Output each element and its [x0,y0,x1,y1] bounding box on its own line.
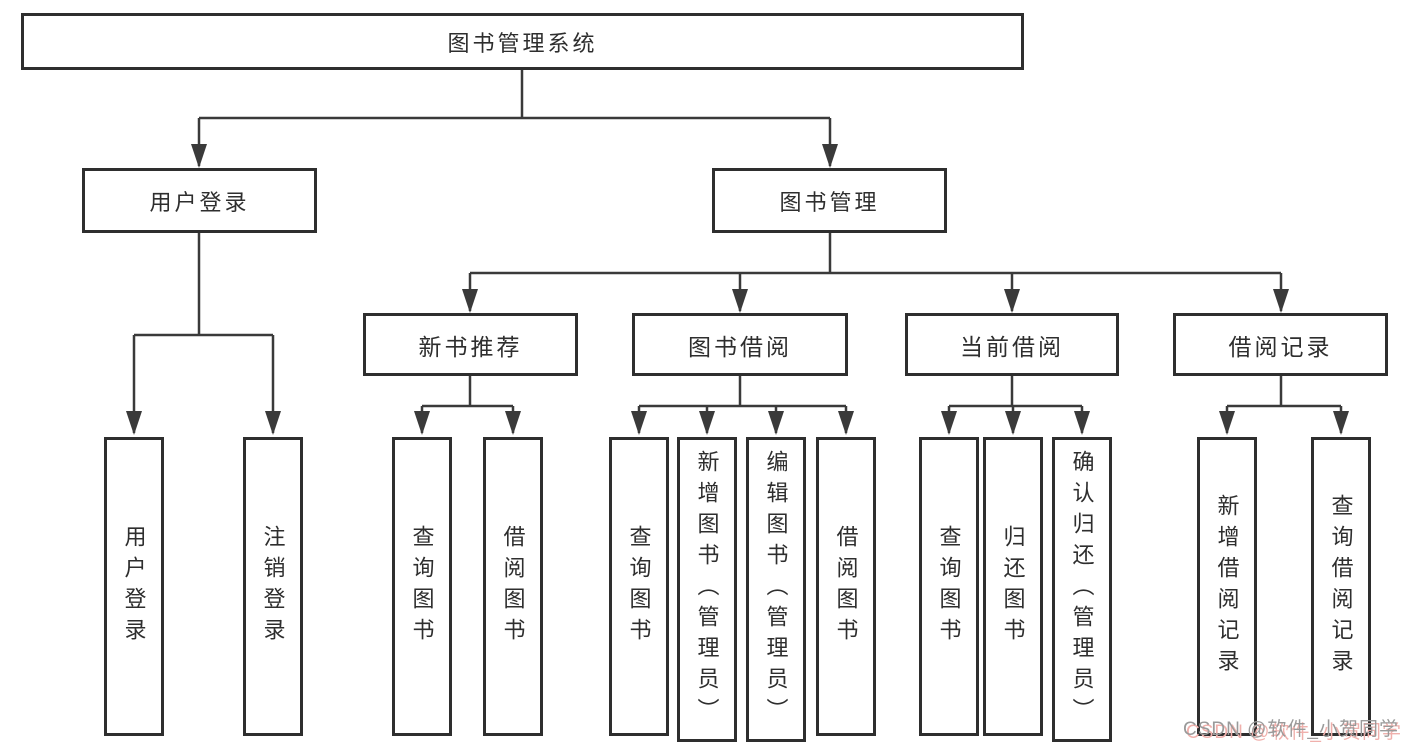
leaf-add-borrow-record: 新增借阅记录 [1197,437,1257,736]
leaf-query-books-current: 查询图书 [919,437,979,736]
node-book-borrowing: 图书借阅 [632,313,848,376]
leaf-edit-books-admin: 编辑图书（管理员） [746,437,806,742]
node-current-borrowing: 当前借阅 [905,313,1119,376]
node-user-login: 用户登录 [82,168,317,233]
node-borrowing-records: 借阅记录 [1173,313,1388,376]
leaf-query-borrow-record: 查询借阅记录 [1311,437,1371,736]
node-book-management: 图书管理 [712,168,947,233]
leaf-logout: 注销登录 [243,437,303,736]
leaf-return-books: 归还图书 [983,437,1043,736]
leaf-query-books-borrow: 查询图书 [609,437,669,736]
leaf-user-login: 用户登录 [104,437,164,736]
leaf-query-books-recommend: 查询图书 [392,437,452,736]
leaf-borrow-books: 借阅图书 [816,437,876,736]
node-library-management-system: 图书管理系统 [21,13,1024,70]
leaf-confirm-return-admin: 确认归还（管理员） [1052,437,1112,742]
leaf-add-books-admin: 新增图书（管理员） [677,437,737,742]
csdn-watermark: CSDN @软件_小贺同学 [1183,719,1399,740]
node-new-book-recommend: 新书推荐 [363,313,578,376]
leaf-borrow-books-recommend: 借阅图书 [483,437,543,736]
